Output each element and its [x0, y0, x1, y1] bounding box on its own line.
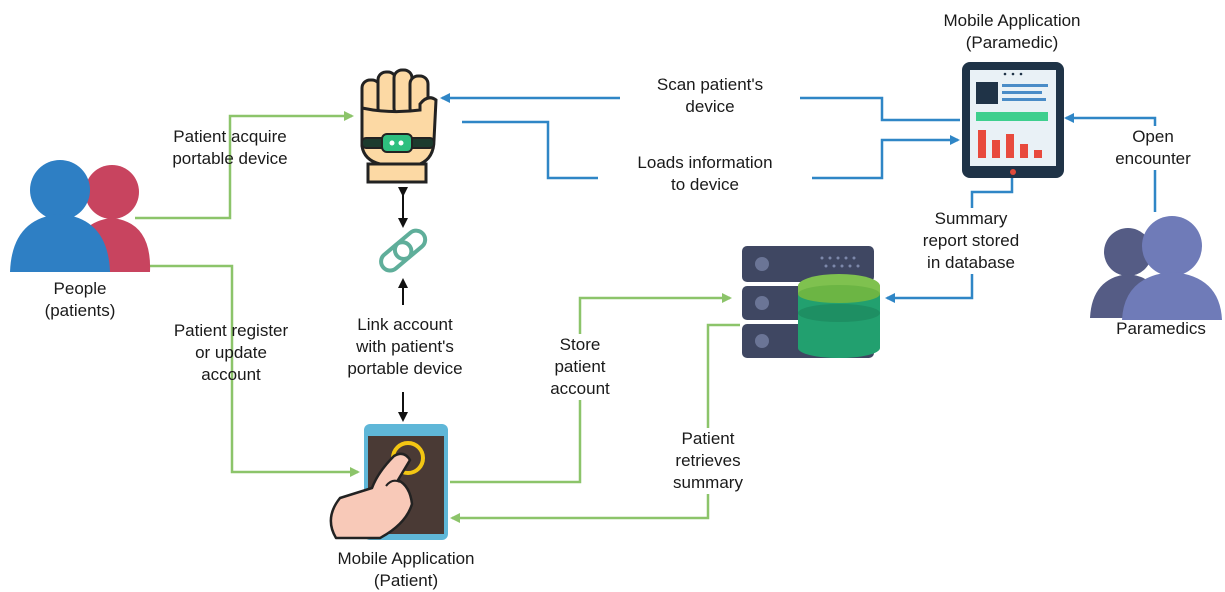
edge-label-open: Open encounter	[1098, 126, 1208, 170]
edge-acquire	[135, 111, 354, 220]
edge-label-summary-stored: Summary report stored in database	[896, 208, 1046, 274]
edge-register	[148, 264, 360, 477]
edge-label-register: Patient register or update account	[173, 321, 289, 384]
edge-summary-stored	[885, 172, 1014, 303]
edge-label-store: Store patient account	[530, 334, 630, 400]
edge-label-scan: Scan patient's device	[620, 74, 800, 118]
paramedics-label: Paramedics	[1116, 319, 1206, 338]
phone-touch-icon	[329, 424, 448, 540]
edge-open	[1064, 113, 1157, 212]
wearable-hand-icon	[360, 68, 438, 184]
edge-label-acquire: Patient acquire portable device	[172, 127, 288, 168]
database-server-icon	[742, 246, 880, 358]
edge-label-retrieves: Patient retrieves summary	[648, 428, 768, 494]
people-icon	[10, 160, 151, 272]
edge-label-loads: Loads information to device	[598, 152, 812, 196]
people-label: People (patients)	[44, 279, 116, 320]
app-patient-label: Mobile Application (Patient)	[337, 549, 475, 590]
chain-link-icon	[379, 228, 428, 273]
tablet-icon	[962, 62, 1064, 178]
paramedics-icon	[1090, 216, 1222, 320]
app-paramedic-label: Mobile Application (Paramedic)	[943, 11, 1081, 52]
edge-retrieves	[450, 323, 740, 523]
edge-label-link: Link account with patient's portable dev…	[347, 315, 463, 378]
